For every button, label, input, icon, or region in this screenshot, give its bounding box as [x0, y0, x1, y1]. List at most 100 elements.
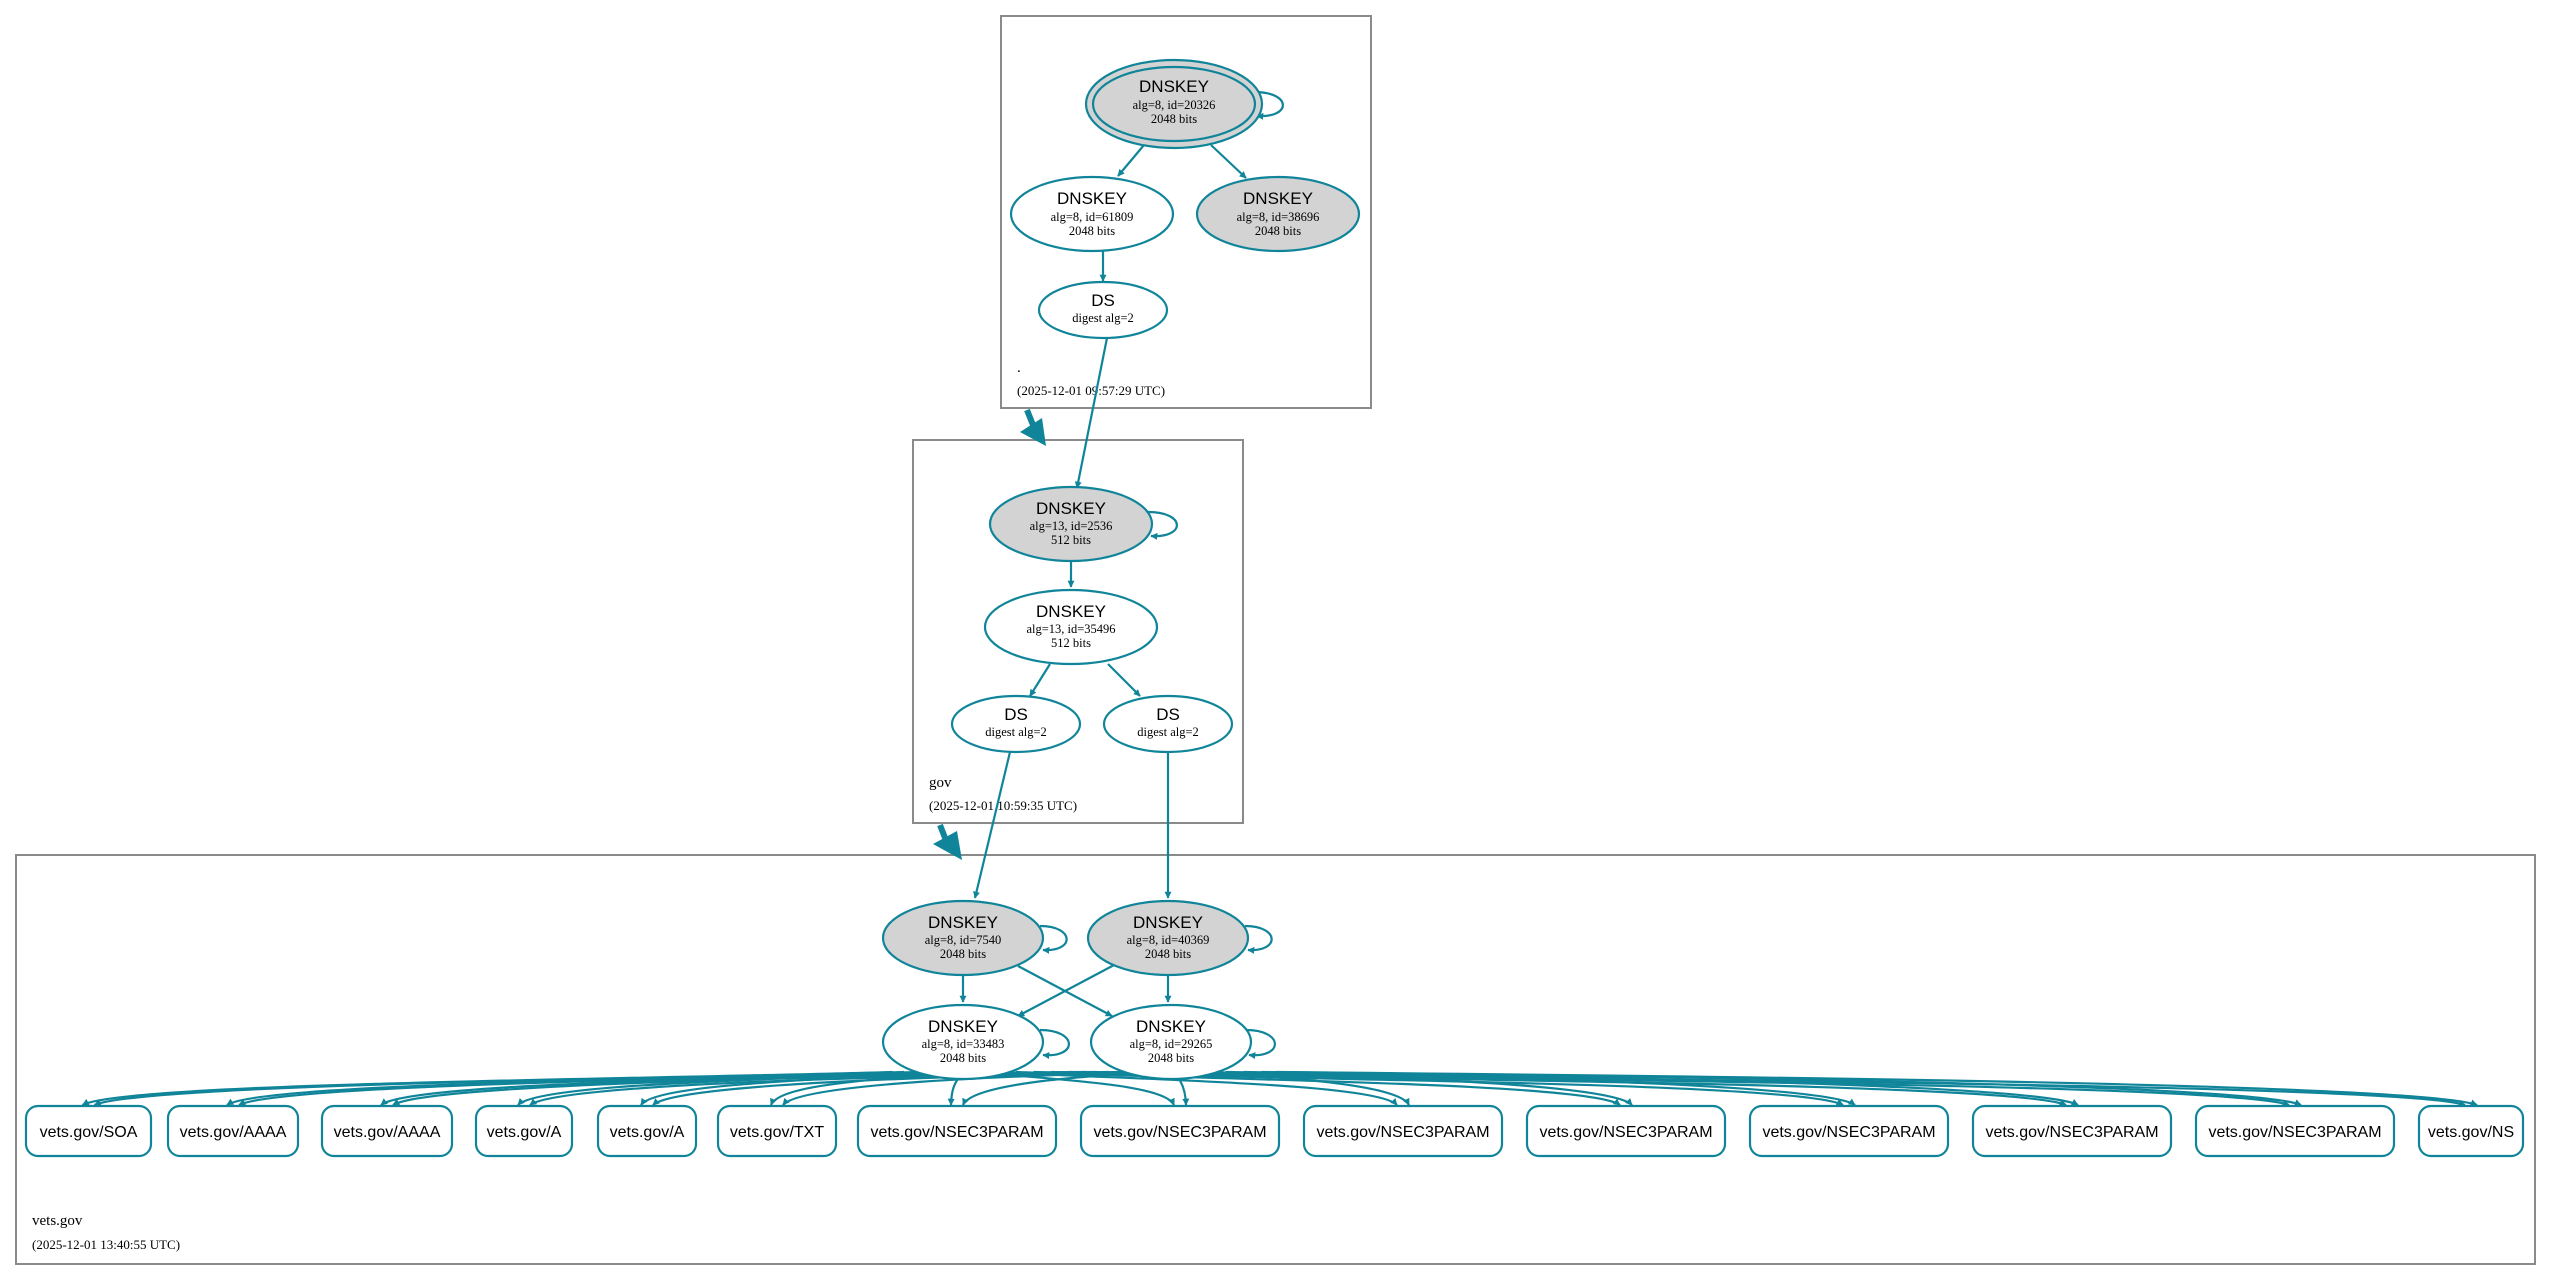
rrset-box [1748, 1104, 1950, 1158]
node-vets-ksk2-title: DNSKEY [1133, 913, 1203, 932]
node-root-ds[interactable]: DS digest alg=2 [1037, 280, 1169, 340]
edge-gov-ds1-vets-ksk1 [973, 751, 1012, 899]
zone-vets-name: vets.gov [32, 1213, 83, 1229]
edge-gov-zsk-ds2 [1107, 663, 1141, 697]
edges-vets-rrsets [81, 1070, 2478, 1107]
node-vets-ksk2[interactable]: DNSKEY alg=8, id=40369 2048 bits [1086, 899, 1250, 977]
node-gov-ds2-line1: digest alg=2 [1137, 725, 1199, 739]
rrset-box [596, 1104, 698, 1158]
rrset-node[interactable]: vets.gov/A [596, 1104, 698, 1158]
edge-zsk2-rrset [1275, 1070, 2478, 1107]
edge-vets-ksk2-zsk1 [1017, 963, 1117, 1017]
rrset-box [474, 1104, 574, 1158]
node-root-key2[interactable]: DNSKEY alg=8, id=38696 2048 bits [1195, 175, 1361, 253]
node-vets-zsk1[interactable]: DNSKEY alg=8, id=33483 2048 bits [881, 1003, 1045, 1081]
rrset-box [166, 1104, 300, 1158]
rrset-node[interactable]: vets.gov/NSEC3PARAM [1302, 1104, 1504, 1158]
edge-zsk1-rrset [640, 1070, 938, 1106]
delegation-root-to-gov [1020, 408, 1046, 446]
node-vets-zsk1-line2: 2048 bits [940, 1051, 986, 1065]
rrset-label: vets.gov/A [487, 1124, 562, 1141]
rrset-box [1525, 1104, 1727, 1158]
edge-zsk1-rrset [380, 1070, 917, 1106]
zone-root: . (2025-12-01 09:57:29 UTC) [1000, 15, 1372, 409]
node-root-ds-title: DS [1091, 291, 1115, 310]
node-vets-zsk2[interactable]: DNSKEY alg=8, id=29265 2048 bits [1089, 1003, 1253, 1081]
node-gov-ksk-title: DNSKEY [1036, 499, 1106, 518]
rrset-node[interactable]: vets.gov/A [474, 1104, 574, 1158]
node-vets-ksk2-line1: alg=8, id=40369 [1127, 933, 1210, 947]
edges-vets-keys [959, 924, 1276, 1060]
edge-gov-ksk-self [1147, 510, 1178, 540]
rrset-label: vets.gov/NS [2428, 1124, 2514, 1141]
node-root-key2-title: DNSKEY [1243, 189, 1313, 208]
rrset-label: vets.gov/NSEC3PARAM [1093, 1124, 1266, 1141]
zone-gov-timestamp: (2025-12-01 10:59:35 UTC) [929, 798, 1077, 813]
node-gov-ksk-line2: 512 bits [1051, 533, 1091, 547]
edge-zsk1-rrset [997, 1070, 1398, 1106]
edge-zsk1-rrset [226, 1070, 905, 1106]
edge-vets-ksk1-self [1039, 924, 1068, 954]
rrset-label: vets.gov/SOA [40, 1124, 138, 1141]
rrset-node[interactable]: vets.gov/NS [2417, 1104, 2525, 1158]
edges-gov [1029, 510, 1178, 697]
rrset-node[interactable]: vets.gov/AAAA [166, 1104, 300, 1158]
node-root-key2-line1: alg=8, id=38696 [1237, 210, 1320, 224]
rrset-label: vets.gov/NSEC3PARAM [1985, 1124, 2158, 1141]
node-gov-ds2[interactable]: DS digest alg=2 [1102, 694, 1234, 754]
node-gov-ksk-line1: alg=13, id=2536 [1030, 519, 1113, 533]
rrset-box [716, 1104, 838, 1158]
edge-root-ksk-self [1253, 90, 1284, 120]
node-root-ksk-line2: 2048 bits [1151, 112, 1197, 126]
edge-vets-zsk1-self [1039, 1028, 1070, 1060]
node-gov-ksk[interactable]: DNSKEY alg=13, id=2536 512 bits [988, 485, 1154, 563]
node-root-ksk-title: DNSKEY [1139, 77, 1209, 96]
rrset-node[interactable]: vets.gov/NSEC3PARAM [1748, 1104, 1950, 1158]
rrset-node[interactable]: vets.gov/NSEC3PARAM [1971, 1104, 2173, 1158]
node-vets-zsk1-title: DNSKEY [928, 1017, 998, 1036]
edge-root-ksk-key2 [1210, 144, 1247, 179]
rrset-label: vets.gov/NSEC3PARAM [1762, 1124, 1935, 1141]
node-gov-zsk-line1: alg=13, id=35496 [1026, 622, 1115, 636]
delegation-gov-to-vets [933, 823, 962, 860]
node-root-zsk-line2: 2048 bits [1069, 224, 1115, 238]
rrset-node[interactable]: vets.gov/NSEC3PARAM [1079, 1104, 1281, 1158]
rrset-box [1302, 1104, 1504, 1158]
rrset-box [320, 1104, 454, 1158]
rrset-node[interactable]: vets.gov/NSEC3PARAM [856, 1104, 1058, 1158]
rrset-node[interactable]: vets.gov/NSEC3PARAM [2194, 1104, 2396, 1158]
node-gov-zsk-title: DNSKEY [1036, 602, 1106, 621]
rrset-node[interactable]: vets.gov/TXT [716, 1104, 838, 1158]
node-root-ksk[interactable]: DNSKEY alg=8, id=20326 2048 bits [1084, 58, 1264, 150]
node-gov-zsk[interactable]: DNSKEY alg=13, id=35496 512 bits [983, 588, 1159, 666]
edge-zsk1-rrset [517, 1070, 928, 1106]
node-root-zsk[interactable]: DNSKEY alg=8, id=61809 2048 bits [1009, 175, 1175, 253]
node-gov-ds1-line1: digest alg=2 [985, 725, 1047, 739]
rrset-label: vets.gov/A [610, 1124, 685, 1141]
edge-root-ds-gov-ksk [1074, 337, 1109, 489]
edge-zsk1-rrset [1015, 1070, 1621, 1106]
edge-vets-zsk2-self [1245, 1028, 1276, 1060]
node-gov-ds1[interactable]: DS digest alg=2 [950, 694, 1082, 754]
rrset-label: vets.gov/AAAA [334, 1124, 441, 1141]
rrset-node[interactable]: vets.gov/NSEC3PARAM [1525, 1104, 1727, 1158]
rrset-box [24, 1104, 153, 1158]
node-vets-ksk1[interactable]: DNSKEY alg=8, id=7540 2048 bits [881, 899, 1045, 977]
edge-vets-ksk2-self [1244, 924, 1273, 954]
edge-zsk1-rrset [1083, 1070, 2466, 1107]
node-root-key2-line2: 2048 bits [1255, 224, 1301, 238]
node-root-zsk-line1: alg=8, id=61809 [1051, 210, 1134, 224]
node-root-ksk-line1: alg=8, id=20326 [1133, 98, 1216, 112]
rrset-node[interactable]: vets.gov/SOA [24, 1104, 153, 1158]
node-root-zsk-title: DNSKEY [1057, 189, 1127, 208]
node-vets-zsk1-line1: alg=8, id=33483 [922, 1037, 1005, 1051]
rrset-box [1971, 1104, 2173, 1158]
rrset-box [1079, 1104, 1281, 1158]
zone-gov: gov (2025-12-01 10:59:35 UTC) [912, 439, 1244, 824]
node-vets-zsk2-line2: 2048 bits [1148, 1051, 1194, 1065]
edge-root-ksk-zsk [1117, 144, 1145, 177]
rrset-box [856, 1104, 1058, 1158]
rrset-node[interactable]: vets.gov/AAAA [320, 1104, 454, 1158]
node-vets-ksk1-title: DNSKEY [928, 913, 998, 932]
